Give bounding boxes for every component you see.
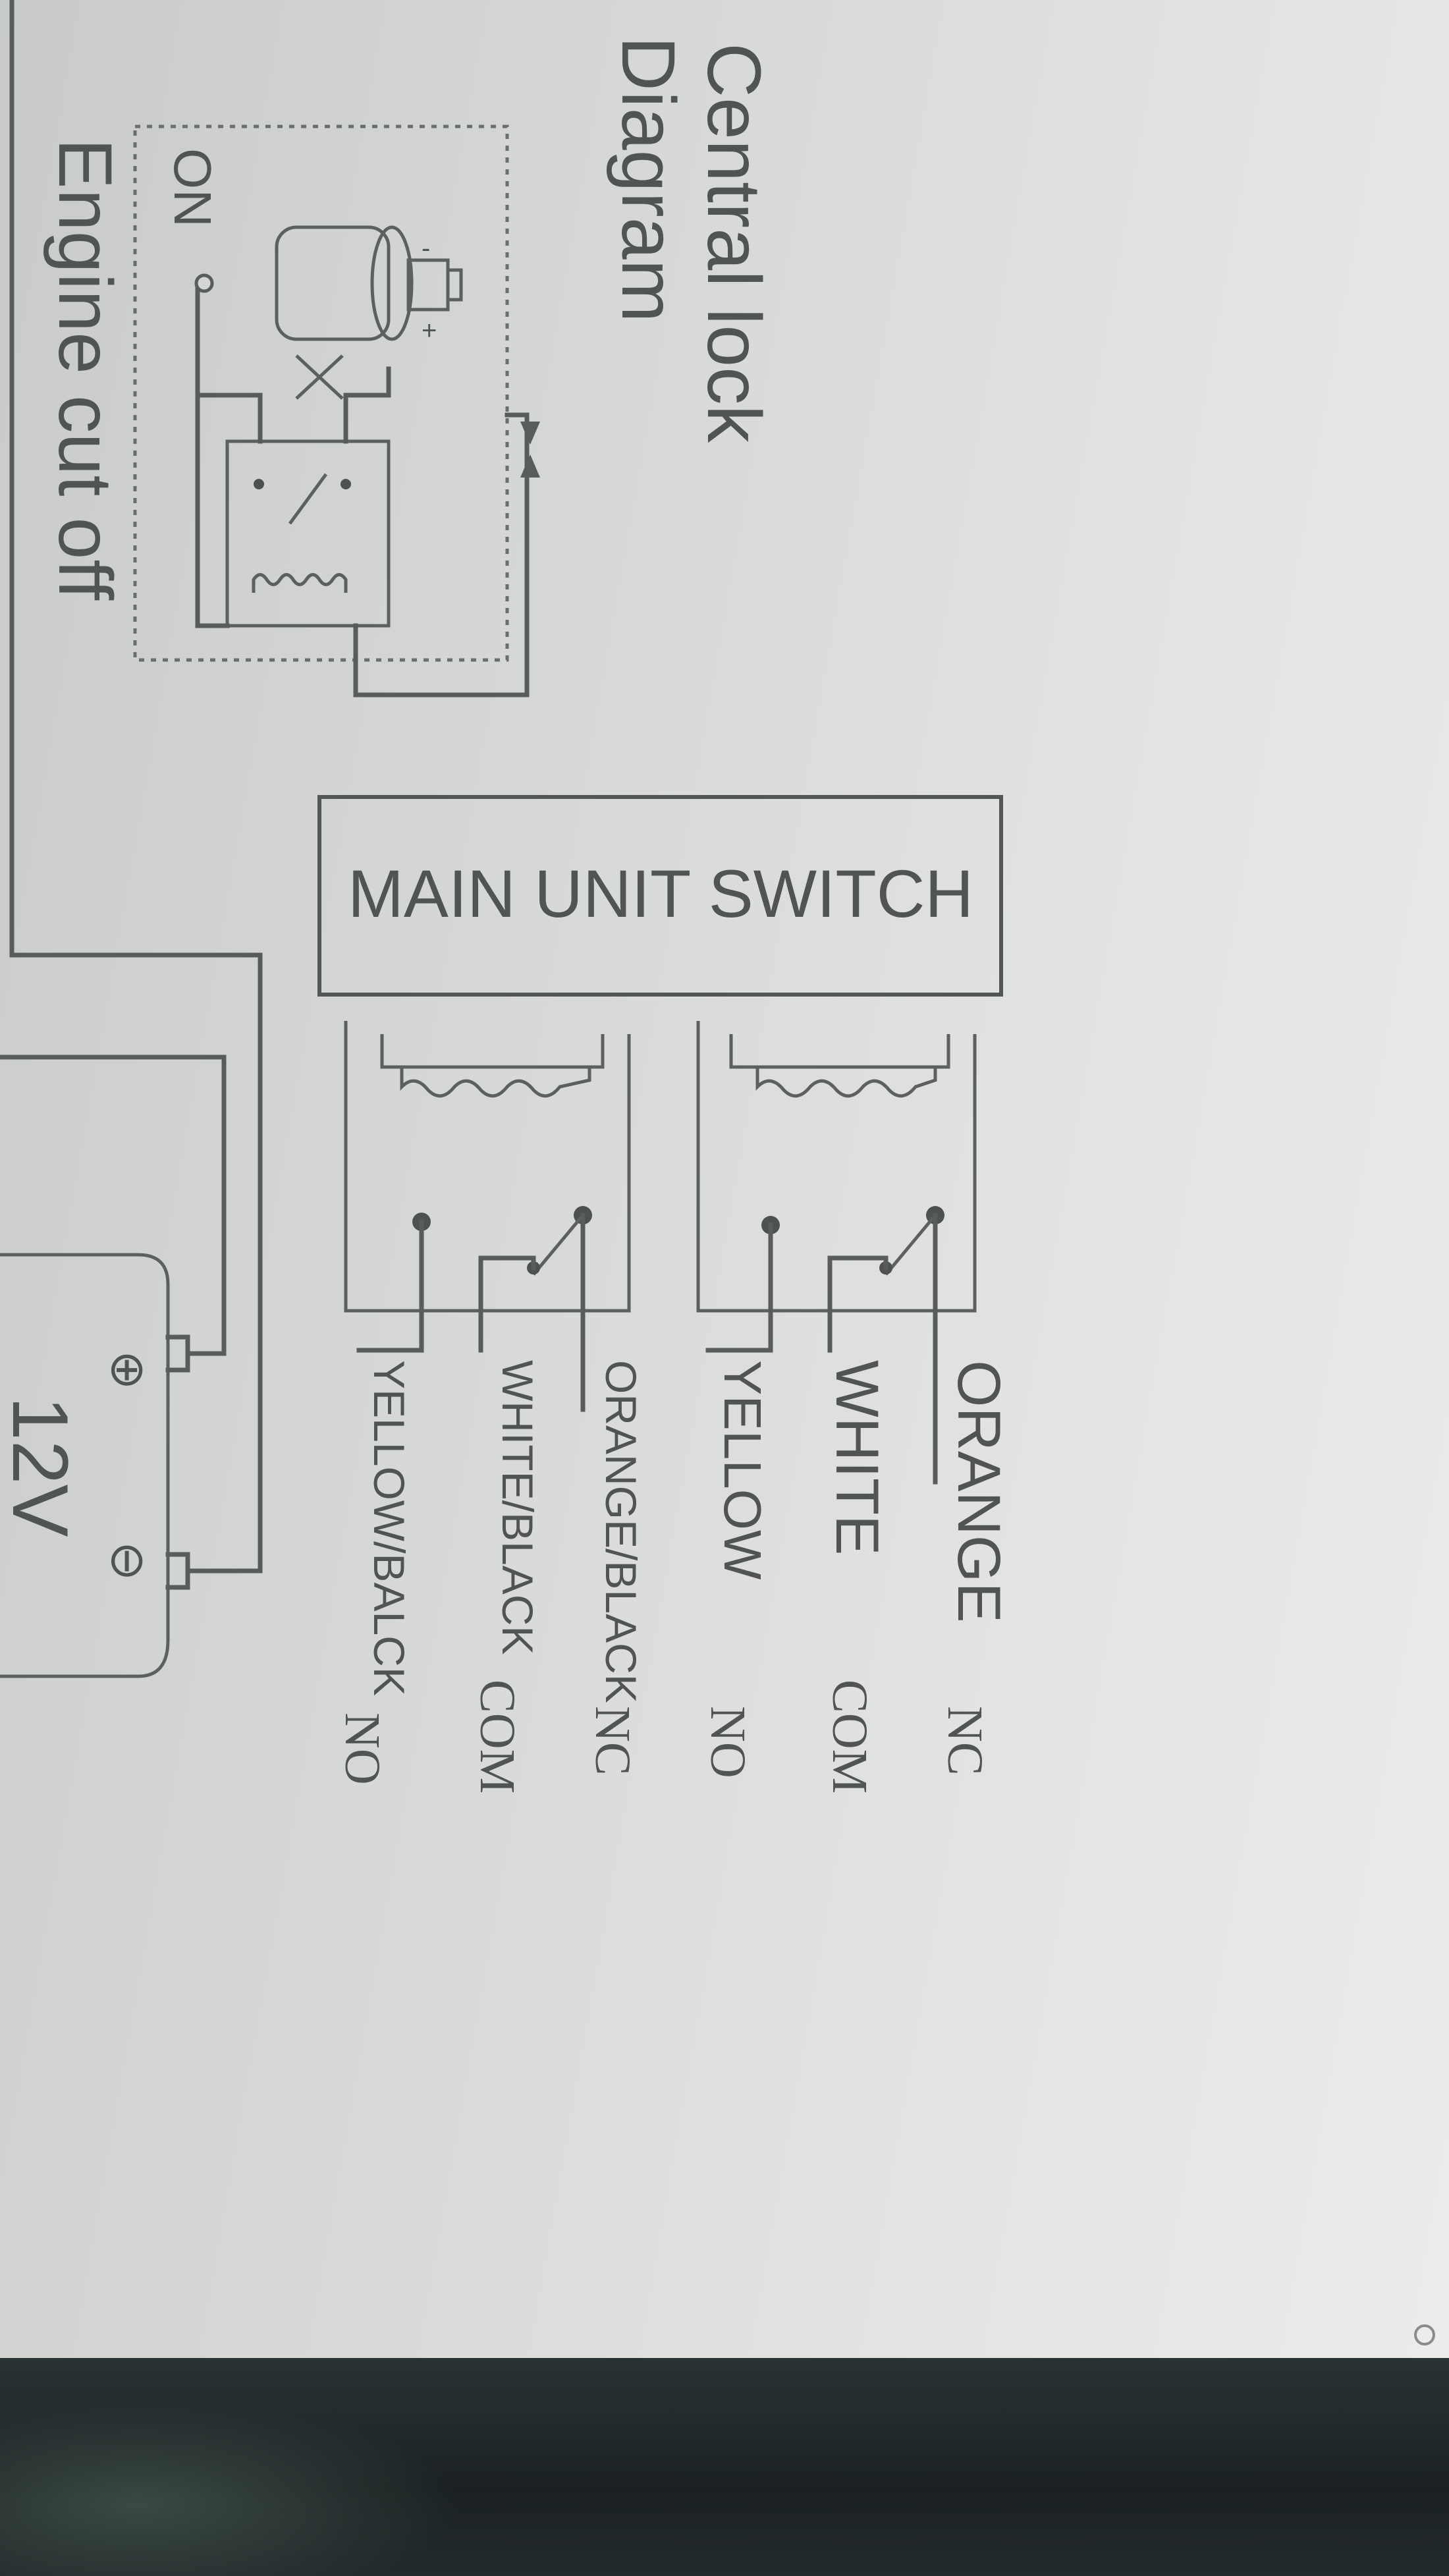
battery-voltage-label: 12V bbox=[0, 1396, 84, 1537]
engine-cut-label: Engine cut off bbox=[43, 138, 127, 601]
arrow-up-icon bbox=[520, 454, 540, 478]
relay-2-wire-labels: ORANGE/BLACK WHITE/BLACK YELLOW/BALCK bbox=[365, 1360, 645, 1703]
background-glow bbox=[0, 2398, 461, 2576]
main-unit-label: MAIN UNIT SWITCH bbox=[348, 856, 973, 931]
on-label: ON bbox=[163, 148, 222, 227]
wire-label-yellow: YELLOW bbox=[713, 1360, 772, 1580]
battery-positive-icon: ⊕ bbox=[101, 1350, 154, 1390]
lock-motor: - + bbox=[275, 225, 463, 400]
terminal-label-com-1: COM bbox=[822, 1680, 877, 1794]
camera-watermark-icon bbox=[1414, 2324, 1435, 2345]
terminal-label-no-2: NO bbox=[335, 1713, 390, 1785]
relay-coil bbox=[252, 573, 348, 593]
main-unit-switch: MAIN UNIT SWITCH bbox=[317, 795, 1003, 997]
wire-label-white-black: WHITE/BLACK bbox=[493, 1360, 542, 1655]
wire-label-orange-black: ORANGE/BLACK bbox=[597, 1360, 645, 1703]
relay-2-terminal-labels: NC COM NO bbox=[335, 1680, 640, 1794]
wire-label-yellow-black: YELLOW/BALCK bbox=[365, 1360, 414, 1696]
relay-1-wire-labels: ORANGE WHITE YELLOW bbox=[713, 1360, 1012, 1623]
wire-label-white: WHITE bbox=[823, 1360, 890, 1555]
terminal-label-nc-2: NC bbox=[585, 1706, 640, 1776]
terminal-label-com-2: COM bbox=[470, 1680, 525, 1794]
motor-minus-label: - bbox=[422, 234, 430, 263]
relay-1 bbox=[696, 1021, 977, 1485]
relay-box bbox=[225, 439, 391, 628]
engine-cut-wiring bbox=[9, 0, 263, 1574]
terminal-label-nc-1: NC bbox=[937, 1706, 993, 1776]
terminal-label-no-1: NO bbox=[700, 1706, 755, 1778]
motor-plus-label: + bbox=[422, 316, 437, 345]
wire-label-orange: ORANGE bbox=[945, 1360, 1012, 1623]
relay-2 bbox=[344, 1021, 631, 1412]
title-line-1: Central lock bbox=[692, 43, 776, 443]
relay-module bbox=[133, 124, 540, 698]
wiring-diagram: - + Central lock Diagram Engine cut off … bbox=[0, 0, 1435, 2345]
title-line-2: Diagram bbox=[606, 36, 690, 323]
battery-negative-icon: ⊖ bbox=[101, 1541, 154, 1581]
relay-1-terminal-labels: NC COM NO bbox=[700, 1680, 993, 1794]
battery: ⊕ ⊖ 12V bbox=[0, 1055, 227, 1678]
arrow-down-icon bbox=[520, 422, 540, 445]
